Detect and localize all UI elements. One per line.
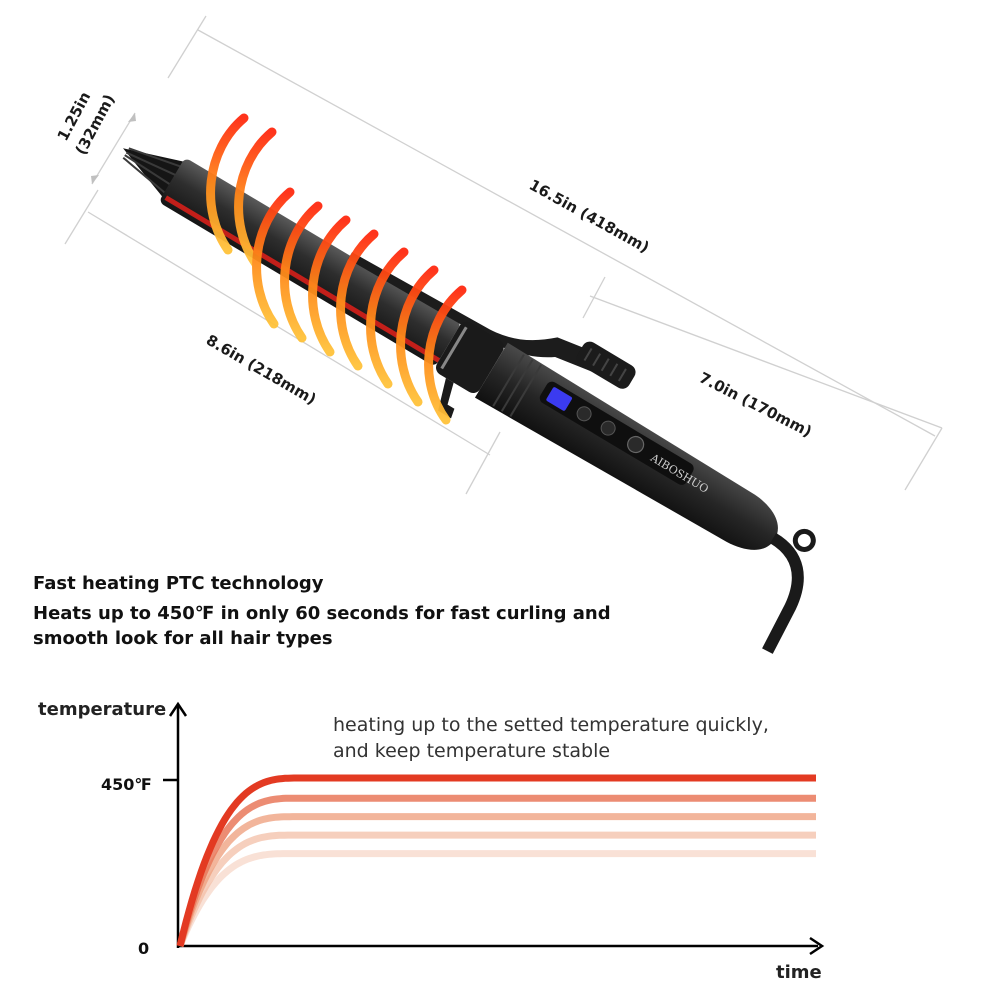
- power-button[interactable]: [625, 434, 647, 456]
- heat-flame: [252, 187, 295, 329]
- swivel-collar: [436, 321, 504, 393]
- temp-up-button[interactable]: [574, 404, 593, 423]
- barrel-length-label: 8.6in (218mm): [203, 331, 319, 409]
- y-axis-label: temperature: [38, 699, 166, 720]
- cord-length-tick-left: [582, 276, 606, 319]
- temperature-curves: [176, 774, 816, 948]
- heat-flame: [396, 265, 439, 407]
- diameter-arrow-top: [128, 113, 136, 122]
- lcd-display: [546, 387, 572, 411]
- y-tick-label-450: 450℉: [101, 775, 152, 794]
- heat-flame: [336, 229, 379, 371]
- curling-iron: AIBOSHUO: [122, 147, 816, 654]
- handle-grip: [492, 354, 542, 417]
- x-axis-arrow: [809, 936, 825, 956]
- heat-flame: [206, 113, 249, 255]
- total-length-line: [197, 29, 936, 437]
- temperature-curve: [176, 774, 816, 947]
- clamp-lever[interactable]: [348, 218, 611, 402]
- power-cord: [762, 532, 804, 654]
- barrel: [160, 159, 460, 365]
- hang-loop: [792, 528, 816, 552]
- heat-flames: [206, 113, 467, 425]
- heat-flame: [366, 247, 409, 389]
- feature-title: Fast heating PTC technology: [33, 573, 324, 594]
- feature-description: Heats up to 450℉ in only 60 seconds for …: [33, 601, 633, 651]
- total-length-tick-left: [167, 15, 207, 79]
- temp-down-button[interactable]: [599, 419, 618, 438]
- y-axis-arrow: [168, 701, 188, 717]
- dimension-guides: [64, 15, 943, 495]
- temperature-chart: temperature time 450℉ 0 heating up to th…: [38, 699, 825, 983]
- barrel-length-tick-right: [465, 431, 501, 495]
- feature-description-line1: Heats up to 450℉ in only 60 seconds for …: [33, 603, 611, 624]
- barrel-length-tick-left: [64, 189, 99, 245]
- total-length-tick-right: [904, 427, 943, 491]
- x-axis-label: time: [776, 962, 822, 983]
- barrel-length-line: [87, 211, 491, 456]
- chart-annotation-line1: heating up to the setted temperature qui…: [333, 714, 769, 736]
- heat-flame: [280, 201, 323, 343]
- heat-flame: [234, 127, 277, 269]
- chart-annotation-line2: and keep temperature stable: [333, 740, 610, 762]
- cord-length-label: 7.0in (170mm): [696, 369, 815, 441]
- feature-description-line2: smooth look for all hair types: [33, 628, 333, 649]
- cord-length-line: [589, 295, 943, 429]
- y-tick-label-0: 0: [138, 939, 149, 958]
- diameter-arrow-bottom: [91, 175, 99, 184]
- heat-flame: [424, 285, 467, 425]
- total-length-label: 16.5in (418mm): [526, 176, 652, 257]
- temperature-curve: [176, 850, 816, 948]
- control-panel: [539, 381, 694, 485]
- heat-flame: [308, 215, 351, 357]
- diameter-line: [91, 112, 136, 185]
